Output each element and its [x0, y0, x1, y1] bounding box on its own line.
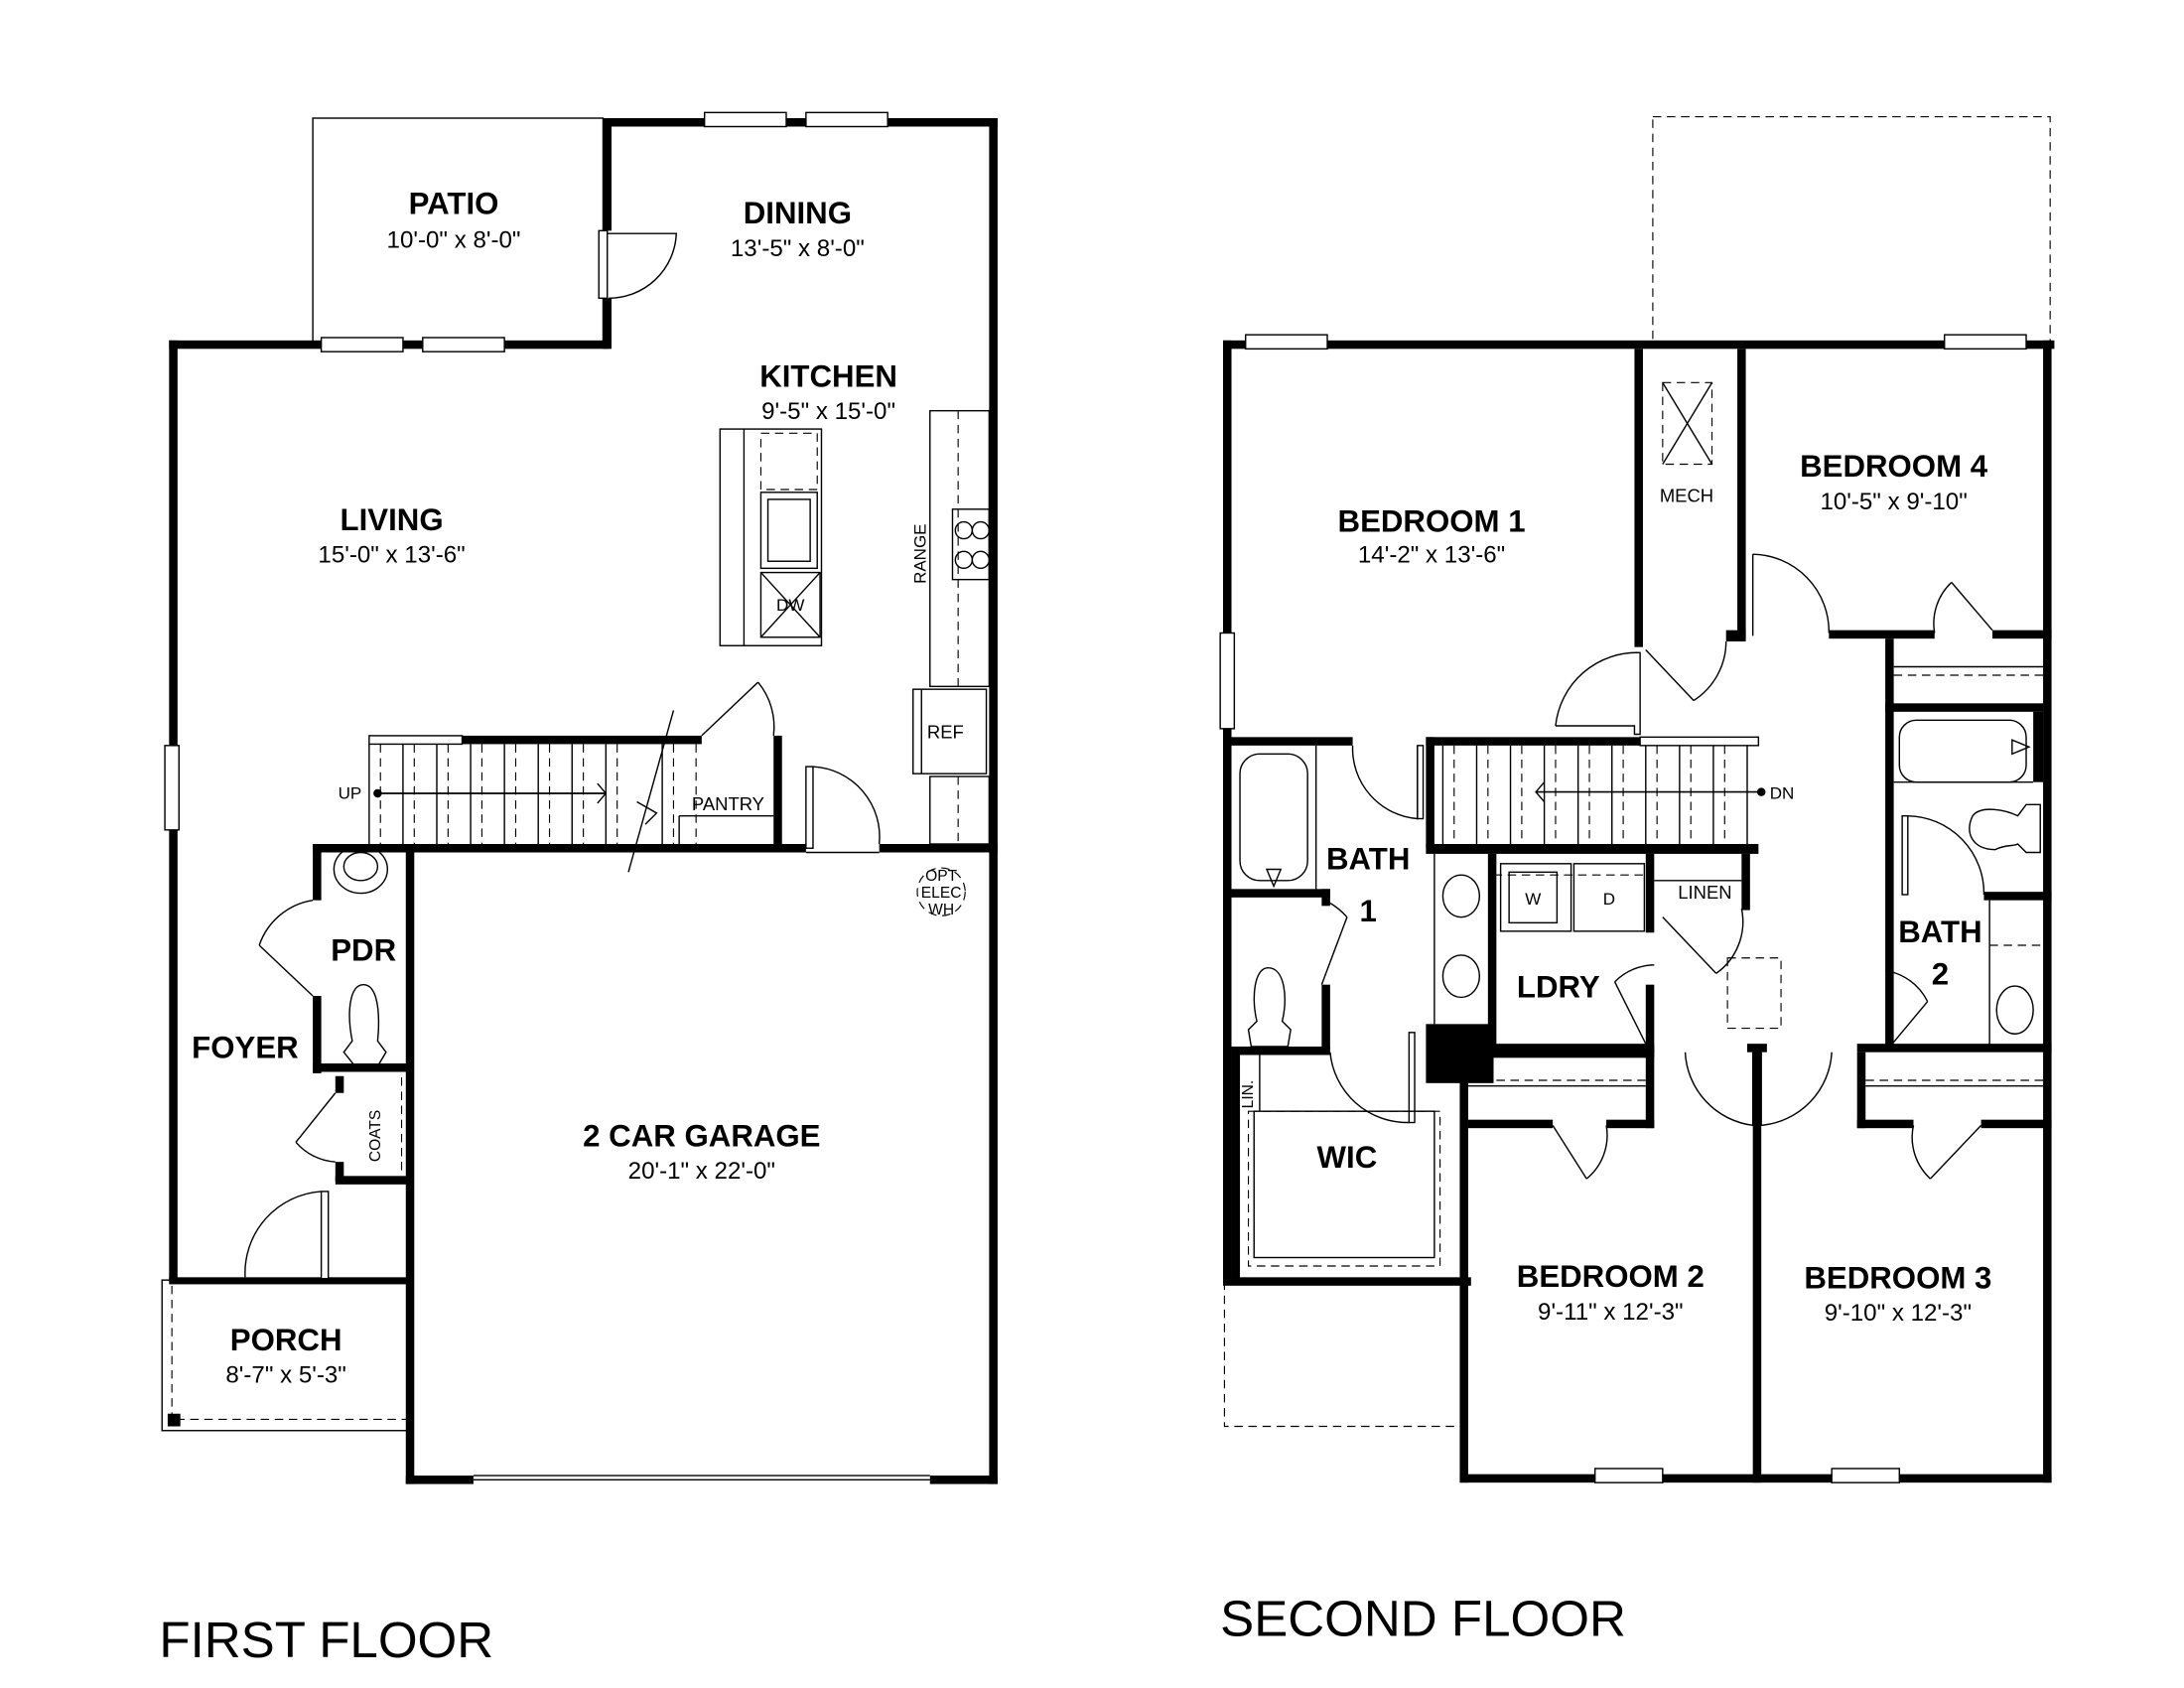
up-label: UP — [339, 784, 362, 803]
kitchen-dims: 9'-5" x 15'-0" — [761, 398, 895, 425]
bedroom1-label: BEDROOM 1 — [1338, 504, 1526, 539]
lin-label: LIN. — [1240, 1080, 1257, 1109]
bedroom4-dims: 10'-5" x 9'-10" — [1820, 489, 1967, 515]
wh-label-1: OPT — [925, 868, 958, 885]
foyer-label: FOYER — [192, 1030, 299, 1064]
bedroom2-label: BEDROOM 2 — [1517, 1259, 1705, 1294]
stair-treads-second — [1441, 745, 1748, 844]
kitchen-label: KITCHEN — [759, 359, 897, 394]
mech-label: MECH — [1660, 486, 1713, 506]
pdr-label: PDR — [331, 933, 396, 968]
wh-label-2: ELEC — [921, 885, 962, 902]
living-label: LIVING — [341, 502, 444, 537]
bath2-label: BATH — [1898, 914, 1981, 949]
bedroom4-label: BEDROOM 4 — [1800, 449, 1988, 484]
second-floor-plan: BEDROOM 1 14'-2" x 13'-6" BEDROOM 4 10'-… — [1219, 116, 2055, 1647]
bedroom1-dims: 14'-2" x 13'-6" — [1358, 542, 1505, 569]
garage-dims: 20'-1" x 22'-0" — [628, 1158, 775, 1185]
garage-label: 2 CAR GARAGE — [583, 1119, 820, 1154]
range-label: RANGE — [911, 524, 930, 584]
dn-label: DN — [1770, 784, 1795, 803]
porch-dims: 8'-7" x 5'-3" — [225, 1362, 346, 1389]
coats-label: COATS — [367, 1110, 384, 1162]
washer-label: W — [1525, 890, 1541, 909]
bath1-label: BATH — [1326, 842, 1410, 877]
bedroom2-dims: 9'-11" x 12'-3" — [1538, 1299, 1684, 1326]
second-floor-title: SECOND FLOOR — [1220, 1591, 1626, 1647]
living-dims: 15'-0" x 13'-6" — [318, 542, 465, 569]
first-floor-title: FIRST FLOOR — [159, 1612, 493, 1668]
dryer-label: D — [1603, 890, 1615, 909]
bedroom3-label: BEDROOM 3 — [1804, 1261, 1991, 1296]
patio-label: PATIO — [409, 186, 499, 220]
patio-dims: 10'-0" x 8'-0" — [387, 226, 521, 253]
first-floor-plan: PATIO 10'-0" x 8'-0" DINING 13'-5" x 8'-… — [159, 111, 998, 1668]
wh-label-3: WH — [928, 902, 954, 918]
bath1-number: 1 — [1360, 894, 1377, 928]
bedroom3-dims: 9'-10" x 12'-3" — [1825, 1300, 1972, 1327]
wic-label: WIC — [1317, 1140, 1378, 1175]
bath2-number: 2 — [1932, 957, 1949, 992]
ldry-label: LDRY — [1517, 969, 1600, 1004]
porch-label: PORCH — [230, 1323, 342, 1357]
dining-dims: 13'-5" x 8'-0" — [731, 235, 865, 262]
ref-label: REF — [927, 722, 964, 743]
dining-label: DINING — [744, 196, 852, 230]
dw-label: DW — [776, 596, 804, 615]
linen-label: LINEN — [1678, 882, 1731, 903]
pantry-label: PANTRY — [692, 793, 764, 814]
